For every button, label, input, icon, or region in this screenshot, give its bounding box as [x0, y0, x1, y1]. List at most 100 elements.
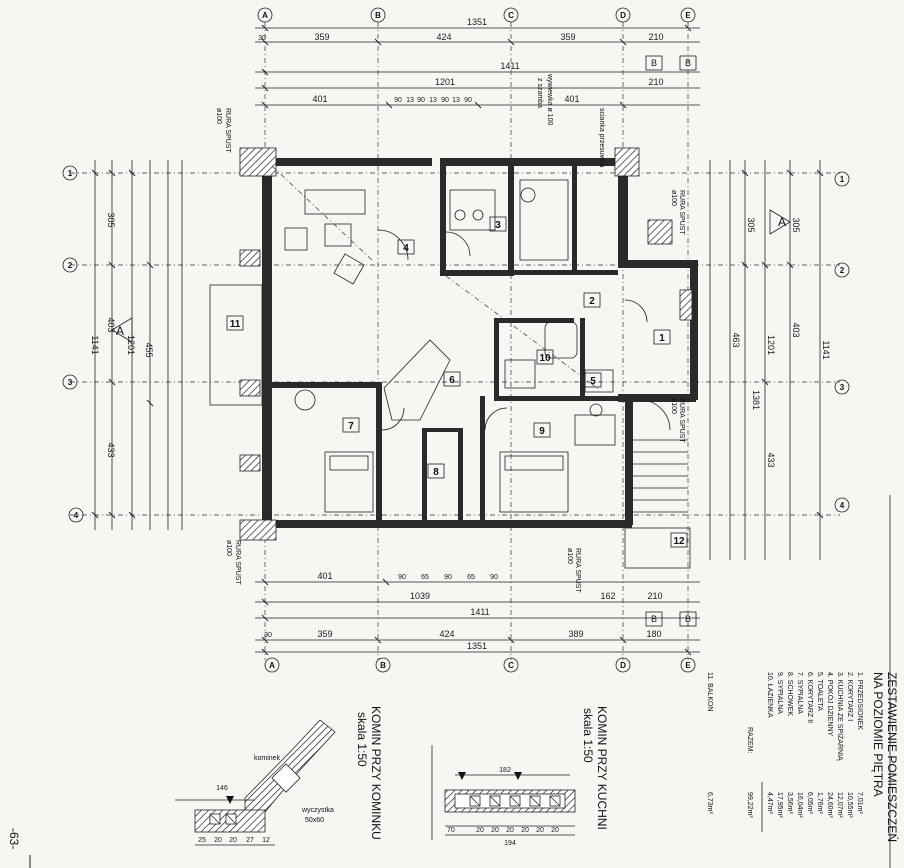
svg-text:403: 403 [106, 317, 116, 332]
left-dimensions: 1141 305 403 433 1201 455 A [90, 160, 183, 530]
top-dimensions: 1351 30 359 424 359 210 1411 1201 401 90… [255, 17, 700, 109]
svg-text:B: B [380, 661, 386, 670]
axis-bubbles: A B C D E A B C D E 1 2 3 4 1 2 3 4 [62, 7, 850, 673]
svg-text:scianka przesuwna: scianka przesuwna [598, 108, 605, 168]
svg-text:20: 20 [521, 827, 529, 834]
axis-bubble-c-bottom: C [503, 657, 519, 673]
svg-text:RURA SPUST: RURA SPUST [574, 548, 581, 593]
svg-text:1039: 1039 [410, 591, 430, 601]
svg-text:182: 182 [499, 767, 511, 774]
svg-text:ø100: ø100 [215, 108, 222, 124]
svg-text:146: 146 [216, 785, 228, 792]
axis-bubble-d-top: D [615, 7, 631, 23]
svg-text:12: 12 [673, 536, 685, 547]
svg-text:E: E [685, 661, 691, 670]
summary-item-area: 12,07m² [836, 792, 843, 818]
svg-text:D: D [620, 11, 626, 20]
svg-text:ø100: ø100 [225, 540, 232, 556]
building-walls [209, 147, 698, 569]
svg-text:1: 1 [659, 333, 665, 344]
svg-text:70: 70 [447, 827, 455, 834]
svg-text:305: 305 [746, 217, 756, 232]
summary-item-name: 3. KUCHNIA ZE SPIŻARNIĄ [836, 672, 845, 761]
axis-bubble-b-top: B [370, 7, 386, 23]
svg-text:90: 90 [394, 97, 402, 104]
svg-text:skala 1:50: skala 1:50 [355, 712, 369, 767]
svg-text:90: 90 [490, 574, 498, 581]
svg-text:8: 8 [433, 467, 439, 478]
svg-text:424: 424 [436, 32, 451, 42]
svg-text:11: 11 [230, 319, 241, 330]
svg-text:401: 401 [312, 94, 327, 104]
summary-item-name: 6. KORYTARZ II [806, 672, 813, 723]
svg-text:KOMIN PRZY KUCHNI: KOMIN PRZY KUCHNI [595, 706, 609, 830]
chimney-kitchen-detail: KOMIN PRZY KUCHNI skala 1:50 182 194 70 … [431, 706, 609, 847]
svg-text:1411: 1411 [500, 61, 519, 71]
svg-text:90: 90 [417, 97, 425, 104]
axis-bubble-1-left: 1 [62, 165, 78, 181]
svg-text:20: 20 [229, 837, 237, 844]
svg-text:20: 20 [536, 827, 544, 834]
axis-grid [70, 22, 840, 660]
summary-balkon-area: 6,73m² [706, 792, 713, 814]
svg-text:1141: 1141 [821, 340, 831, 359]
svg-text:65: 65 [421, 574, 429, 581]
svg-text:305: 305 [791, 217, 801, 232]
svg-text:455: 455 [144, 342, 154, 357]
axis-bubble-d-bottom: D [615, 657, 631, 673]
room-12-label: 12 [670, 532, 688, 548]
svg-text:E: E [685, 11, 691, 20]
svg-text:B: B [685, 58, 691, 68]
svg-text:3: 3 [68, 378, 73, 387]
summary-item-name: 5. TOALETA [816, 672, 823, 711]
svg-text:1351: 1351 [467, 641, 487, 651]
summary-item-area: 3,56m² [786, 792, 793, 814]
svg-text:RURA SPUST: RURA SPUST [224, 108, 231, 153]
svg-text:wywiewka ø 100: wywiewka ø 100 [546, 73, 553, 125]
svg-text:2: 2 [68, 261, 73, 270]
summary-item-area: 4,47m² [766, 792, 773, 814]
summary-item-name: 7. SYPIALNA [796, 672, 803, 714]
summary-title-line2: NA POZIOMIE PIĘTRA [871, 672, 885, 797]
summary-balkon-name: 11. BALKON [706, 672, 713, 712]
svg-text:463: 463 [731, 332, 741, 347]
right-dimensions: 463 305 1201 433 305 403 1141 1381 A [709, 160, 831, 560]
summary-item-area: 24,60m² [826, 792, 833, 818]
svg-text:D: D [620, 661, 626, 670]
svg-text:6: 6 [449, 375, 455, 386]
svg-text:210: 210 [648, 77, 663, 87]
svg-text:9: 9 [539, 426, 545, 437]
axis-bubble-2-left: 2 [62, 257, 78, 273]
summary-item-name: 10. ŁAZIENKA [766, 672, 773, 718]
svg-text:20: 20 [551, 827, 559, 834]
svg-text:RURA SPUST: RURA SPUST [678, 398, 685, 443]
svg-text:skala 1:50: skala 1:50 [581, 708, 595, 763]
svg-text:403: 403 [791, 322, 801, 337]
summary-item-name: 4. POKÓJ DZIENNY [826, 672, 835, 737]
room-6-label: 6 [443, 371, 461, 387]
svg-text:30: 30 [258, 35, 266, 42]
summary-item-name: 9. SYPIALNA [776, 672, 783, 714]
page-margin-mark: -63- [7, 828, 21, 849]
svg-text:C: C [508, 661, 514, 670]
svg-text:C: C [508, 11, 514, 20]
axis-bubble-3-left: 3 [62, 374, 78, 390]
axis-bubble-b-bottom: B [375, 657, 391, 673]
axis-bubble-4-right: 4 [834, 497, 850, 513]
svg-text:90: 90 [444, 574, 452, 581]
svg-text:1141: 1141 [90, 335, 100, 354]
svg-text:A: A [778, 215, 786, 229]
annotations: RURA SPUST ø100 RURA SPUST ø100 RURA SPU… [215, 73, 685, 593]
svg-text:359: 359 [314, 32, 329, 42]
svg-text:359: 359 [560, 32, 575, 42]
svg-text:5: 5 [590, 376, 596, 387]
svg-text:424: 424 [439, 629, 454, 639]
svg-text:B: B [651, 58, 657, 68]
axis-bubble-2-right: 2 [834, 262, 850, 278]
svg-text:4: 4 [74, 511, 79, 520]
svg-text:kominek: kominek [254, 755, 281, 762]
axis-bubble-e-top: E [680, 7, 696, 23]
svg-text:162: 162 [600, 591, 615, 601]
